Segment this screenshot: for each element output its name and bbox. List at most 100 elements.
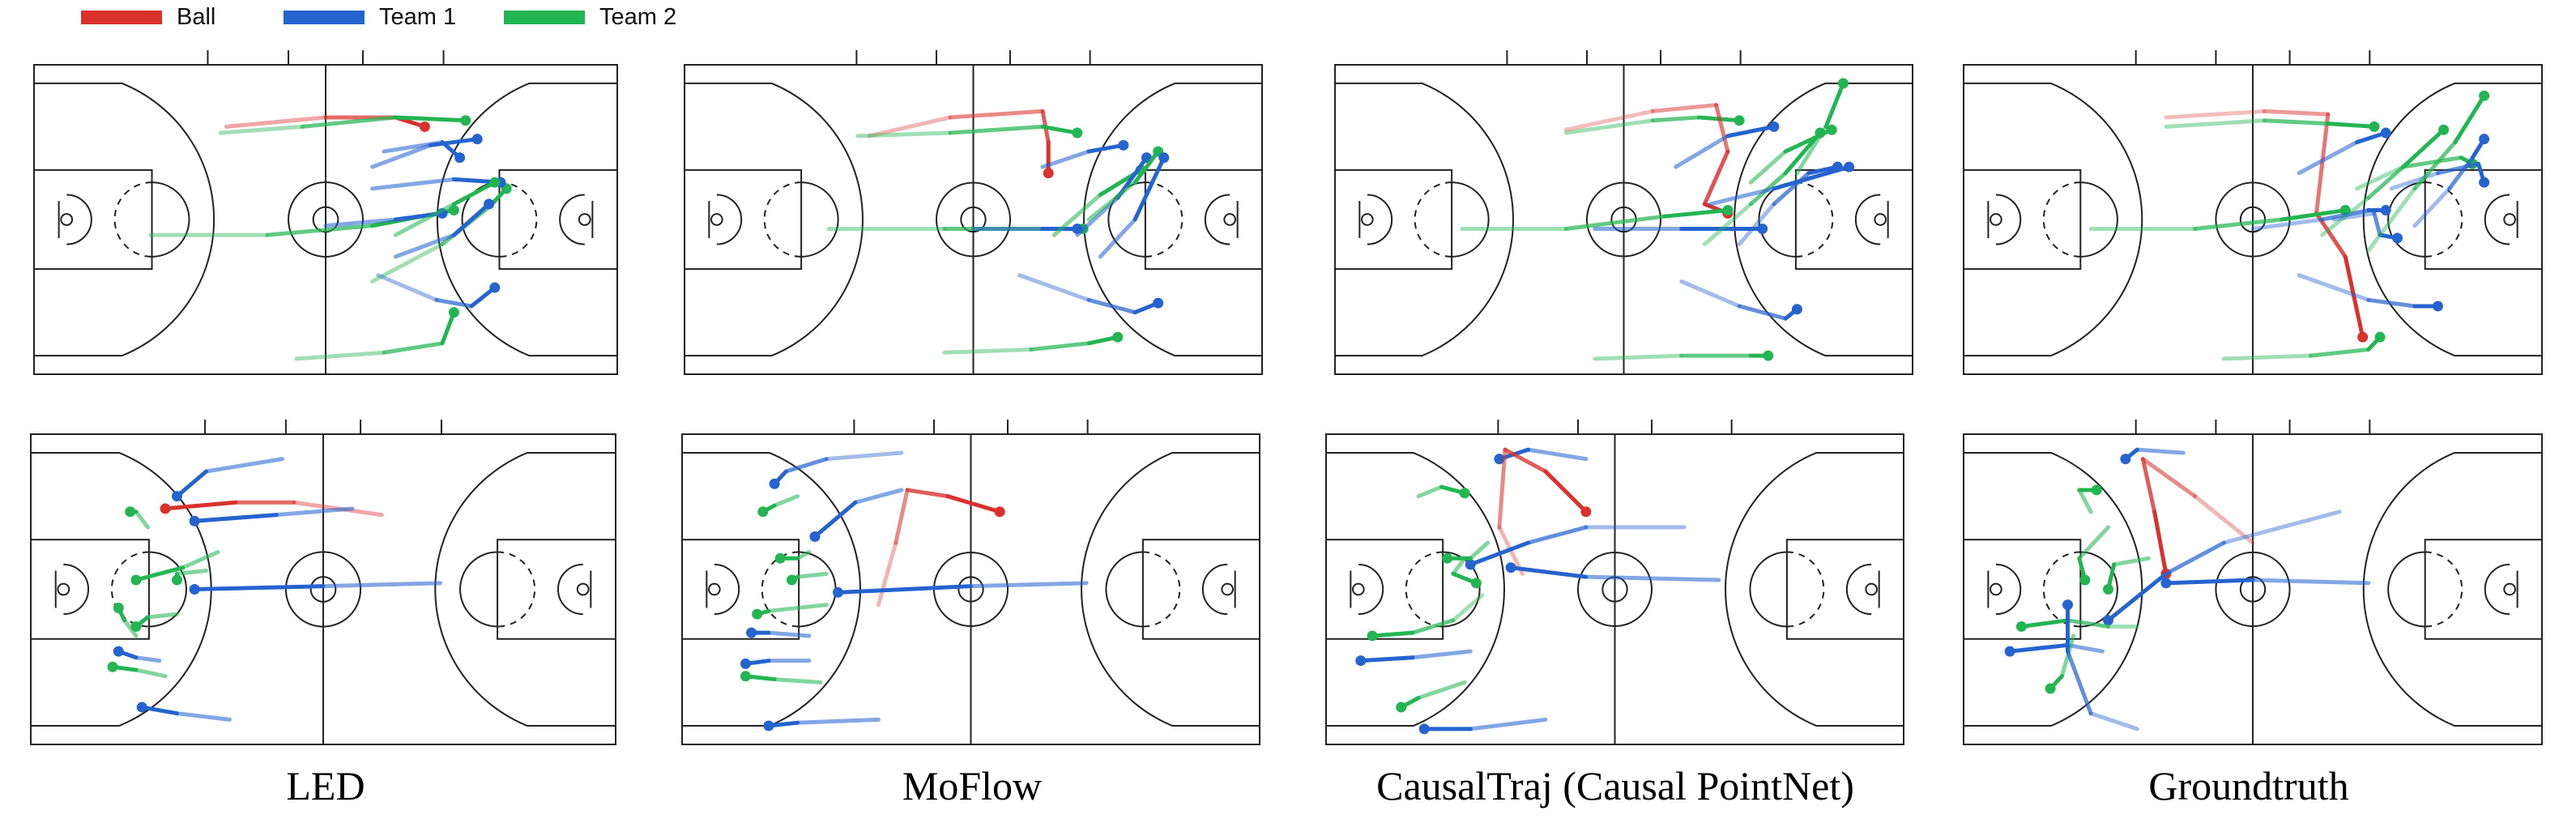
ball-track-segment	[2152, 510, 2169, 576]
team1-endpoint	[2380, 127, 2391, 139]
team2-track-segment	[2077, 488, 2093, 514]
court-top-led	[33, 50, 618, 375]
paint-area	[1334, 168, 1453, 271]
team1-track-segment	[1017, 273, 1091, 302]
team1-endpoint	[2392, 232, 2403, 244]
ball-endpoint	[419, 121, 430, 132]
free-throw-arc	[1452, 181, 1490, 258]
legend-team2-swatch	[504, 10, 585, 24]
paint-area	[1325, 539, 1444, 640]
free-throw-arc-dashed	[2425, 551, 2463, 628]
basket-rim	[576, 582, 590, 596]
team1-track-segment	[2366, 297, 2417, 309]
restricted-arc	[714, 563, 740, 616]
basket-rim	[1990, 582, 2002, 596]
team2-endpoint	[2438, 124, 2450, 135]
team1-endpoint	[2120, 454, 2131, 465]
ball-track-segment	[2164, 109, 2267, 120]
team1-track-segment	[2164, 578, 2255, 586]
team1-endpoint	[189, 584, 200, 595]
team1-endpoint	[489, 282, 501, 293]
restricted-arc	[2484, 194, 2510, 245]
team1-endpoint	[2432, 301, 2443, 312]
team2-track-segment	[1086, 180, 1137, 222]
trajectory-group	[148, 115, 512, 361]
free-throw-arc	[1443, 551, 1481, 628]
free-throw-arc-dashed	[2042, 551, 2081, 628]
basket-rim	[1865, 582, 1879, 596]
restricted-arc	[1854, 194, 1881, 245]
basket-rim	[2503, 213, 2516, 226]
team2-track-segment	[181, 550, 220, 570]
free-throw-arc	[1105, 551, 1143, 628]
trajectory-group	[1460, 78, 1855, 361]
three-point-line	[1734, 82, 1913, 357]
three-point-line	[1326, 451, 1505, 727]
team1-track-segment	[175, 711, 232, 722]
free-throw-arc-dashed	[1142, 551, 1181, 628]
team1-track-segment	[370, 177, 456, 191]
legend-ball-swatch	[81, 10, 162, 24]
team1-track-segment	[434, 297, 474, 309]
team2-track-segment	[2320, 195, 2371, 237]
free-throw-arc-dashed	[1786, 551, 1825, 628]
free-throw-arc-dashed	[2425, 181, 2463, 258]
team2-track-segment	[1563, 214, 1666, 231]
team2-track-segment	[122, 618, 139, 638]
team2-track-segment	[1416, 484, 1444, 499]
team1-endpoint	[1118, 139, 1129, 151]
team2-track-segment	[1794, 124, 1828, 176]
team1-track-segment	[824, 450, 904, 462]
team1-track-segment	[1086, 143, 1126, 154]
team2-track-segment	[772, 677, 823, 684]
basket-rim	[1874, 213, 1887, 226]
team2-track-segment	[2366, 186, 2417, 253]
caption-led: LED	[286, 763, 365, 808]
team1-track-segment	[2106, 571, 2169, 623]
ball-track-segment	[2314, 112, 2331, 215]
free-throw-arc-dashed	[763, 181, 802, 258]
team1-track-segment	[969, 581, 1089, 589]
trajectory-group	[107, 457, 442, 722]
team2-track-segment	[265, 224, 375, 237]
team1-track-segment	[2007, 642, 2071, 654]
team1-track-segment	[1526, 447, 1589, 462]
legend-ball-label: Ball	[177, 3, 216, 30]
team1-track-segment	[2331, 211, 2377, 222]
three-point-line	[34, 82, 215, 357]
team2-track-segment	[134, 510, 150, 530]
paint-area	[33, 168, 153, 271]
team1-track-segment	[1410, 649, 1473, 660]
free-throw-arc	[799, 551, 837, 628]
team1-track-segment	[2066, 649, 2093, 716]
team2-endpoint	[2091, 484, 2102, 496]
team2-endpoint	[740, 671, 751, 682]
ball-endpoint	[1580, 506, 1592, 518]
restricted-arc	[1358, 563, 1384, 616]
team2-track-segment	[1051, 192, 1102, 237]
team2-track-segment	[2221, 353, 2313, 361]
basket-rim	[710, 213, 723, 226]
team1-track-segment	[783, 457, 829, 474]
free-throw-arc	[801, 181, 839, 258]
trajectory-group	[2088, 90, 2490, 361]
team1-track-segment	[2412, 186, 2452, 228]
free-throw-arc	[2387, 181, 2425, 258]
three-point-line	[1964, 451, 2143, 727]
three-point-line	[436, 82, 617, 357]
team2-endpoint	[1470, 578, 1482, 589]
paint-area	[1785, 539, 1905, 640]
team2-track-segment	[942, 347, 1034, 355]
three-point-line	[685, 82, 864, 357]
free-throw-arc	[2387, 551, 2425, 628]
ball-track-segment	[948, 109, 1045, 120]
team2-track-segment	[2453, 93, 2487, 144]
team2-endpoint	[460, 115, 471, 126]
team2-endpoint	[752, 608, 763, 620]
team1-endpoint	[1505, 562, 1516, 574]
team1-endpoint	[2103, 615, 2113, 626]
team1-track-segment	[812, 500, 858, 539]
basket-rim	[1990, 213, 2002, 226]
team2-endpoint	[125, 506, 136, 518]
center-circle-inner	[957, 576, 984, 603]
